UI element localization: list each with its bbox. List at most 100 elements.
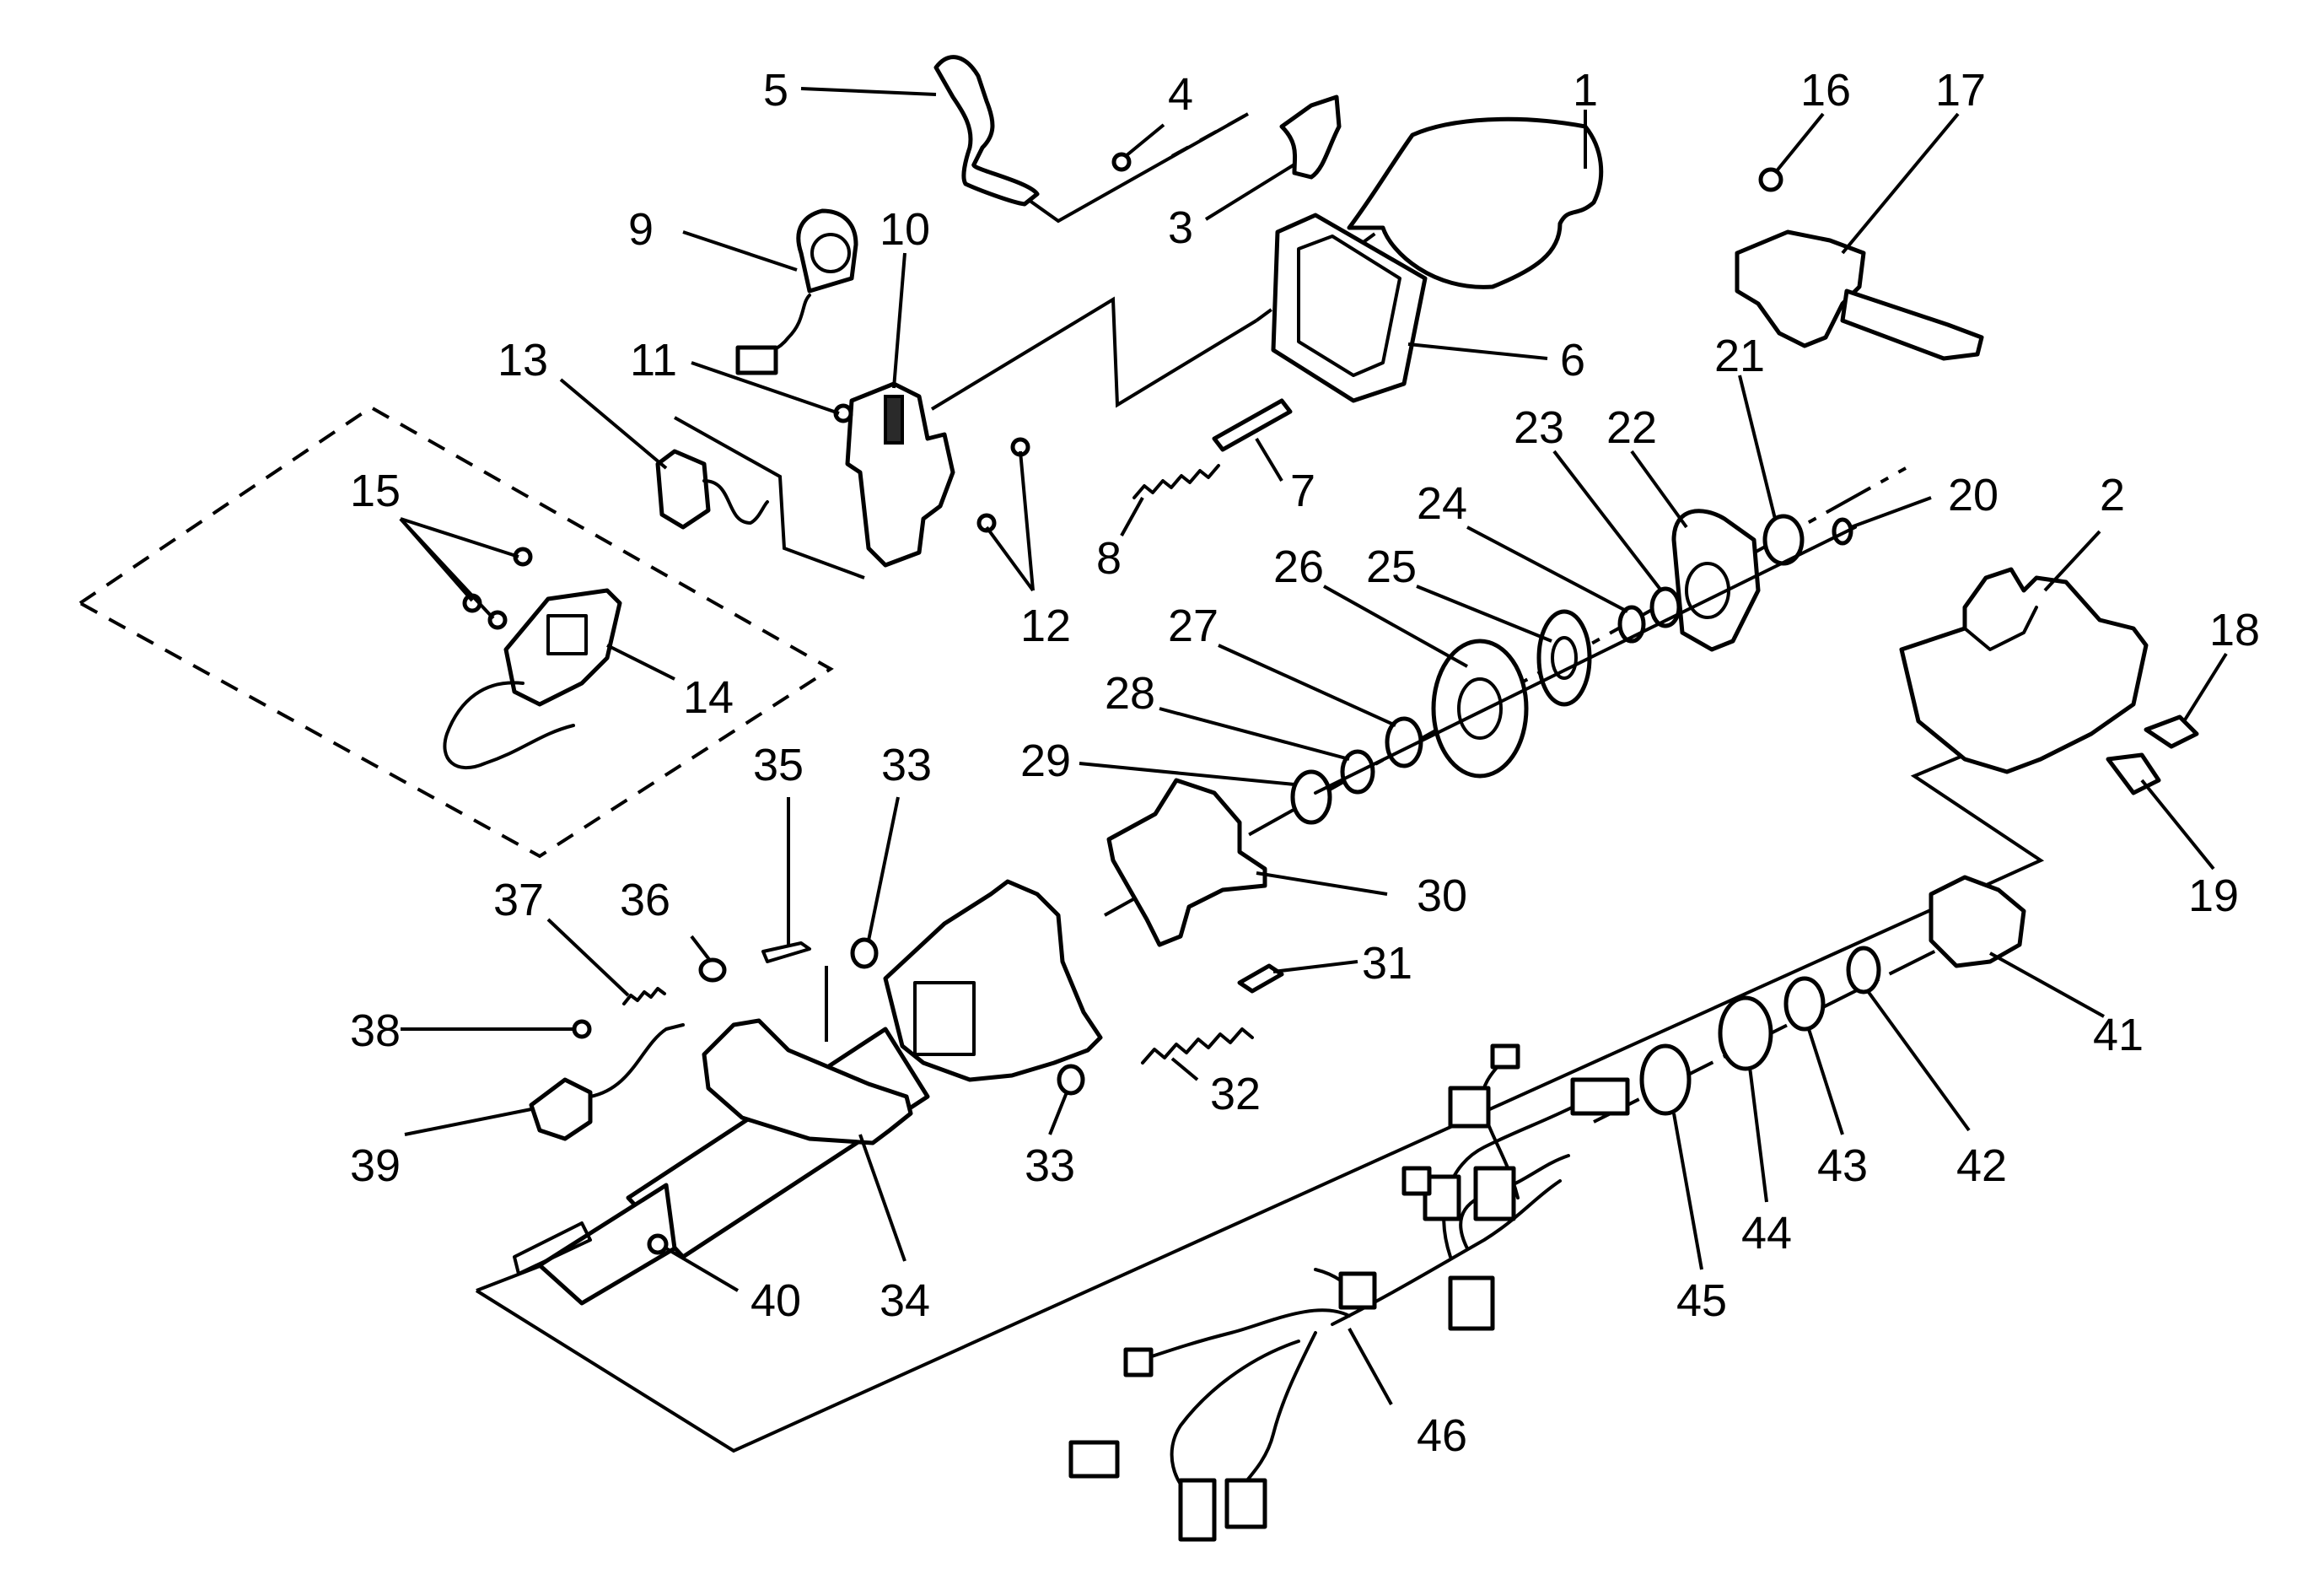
ring-45 [1639, 1043, 1692, 1116]
callout-5: 5 [763, 65, 788, 116]
tilt-lever [933, 55, 1040, 207]
lever-axis [1171, 112, 1249, 158]
lever-screw [1111, 152, 1132, 172]
leader-8 [1120, 497, 1144, 536]
leader-29 [1079, 762, 1295, 786]
callout-44: 44 [1741, 1208, 1792, 1259]
callout-labels: 1 2 3 4 5 6 7 8 9 10 11 12 13 14 15 16 1… [350, 65, 2260, 1461]
control-module-window [546, 614, 588, 655]
gear-26-hub [1457, 677, 1503, 740]
upper-shroud [1347, 116, 1604, 289]
callout-18: 18 [2209, 605, 2260, 655]
callout-33-lower: 33 [1025, 1140, 1075, 1191]
harness-connector-12 [1490, 1043, 1520, 1070]
harness-branch-d [1170, 1340, 1300, 1503]
pin-35 [761, 941, 811, 963]
leader-10 [892, 252, 906, 389]
ball-38 [572, 1019, 592, 1039]
wiring-harness [1068, 1043, 1630, 1542]
harness-connector-7 [1338, 1271, 1377, 1310]
spring-37 [622, 987, 666, 1005]
switch-39 [529, 1077, 593, 1141]
shroud-clip-upper [2144, 714, 2199, 749]
harness-connector-2 [1473, 1166, 1516, 1221]
leader-39 [404, 1108, 532, 1136]
callout-39: 39 [350, 1140, 401, 1191]
harness-connector-9 [1068, 1440, 1120, 1479]
upper-shaft [1314, 526, 1857, 795]
shroud-link-line [930, 296, 1258, 411]
park-lock-switch [796, 208, 858, 294]
control-module [503, 588, 622, 707]
callout-10: 10 [880, 204, 930, 255]
callout-23: 23 [1514, 402, 1564, 453]
bolt-31 [1237, 963, 1284, 994]
callout-43: 43 [1817, 1140, 1868, 1191]
mounting-bracket [702, 1018, 913, 1145]
leader-23 [1552, 450, 1663, 592]
multifunction-lever [1840, 288, 1984, 361]
lock-housing [845, 381, 955, 568]
bolt-33-lower [1057, 1064, 1085, 1096]
callout-45: 45 [1676, 1275, 1727, 1326]
leader-13 [559, 378, 668, 470]
lever-link-line [1019, 112, 1249, 224]
lower-shroud [1899, 567, 2149, 774]
sensor-link-line [674, 416, 865, 579]
harness-connector-3 [1570, 1077, 1630, 1116]
harness-connector-10 [1178, 1478, 1217, 1542]
lock-housing-slot [884, 395, 904, 445]
lower-shaft [513, 1221, 592, 1275]
leader-11 [691, 361, 840, 415]
callout-25: 25 [1366, 542, 1417, 592]
leader-12b [985, 526, 1035, 592]
leader-42 [1866, 989, 1971, 1132]
callout-7: 7 [1290, 466, 1315, 516]
callout-42: 42 [1956, 1140, 2007, 1191]
callout-35: 35 [753, 740, 804, 790]
callout-22: 22 [1606, 402, 1657, 453]
leader-28 [1159, 707, 1350, 761]
callout-36: 36 [620, 875, 670, 925]
bushing-36 [698, 957, 727, 983]
leader-6 [1407, 342, 1548, 360]
leader-25 [1416, 585, 1552, 643]
leader-20 [1850, 496, 1932, 529]
lower-shroud-inner [1963, 606, 2038, 651]
callout-15: 15 [350, 466, 401, 516]
callout-31: 31 [1362, 938, 1412, 989]
leader-33-upper [867, 796, 900, 941]
leader-12a [1019, 450, 1035, 591]
lock-bracket [1106, 778, 1267, 947]
leader-43 [1807, 1028, 1844, 1135]
lock-plate-25 [1536, 609, 1592, 707]
ring-42 [1846, 946, 1881, 995]
leader-31 [1272, 960, 1358, 973]
leader-41 [1989, 951, 2105, 1018]
leader-2 [2043, 530, 2101, 592]
callout-11: 11 [630, 335, 677, 385]
leader-15c [399, 517, 495, 620]
callout-33-upper: 33 [881, 740, 932, 790]
column-housing [883, 879, 1103, 1082]
park-lock-connector [735, 345, 778, 375]
callout-9: 9 [628, 204, 654, 255]
callout-34: 34 [880, 1275, 930, 1326]
callout-4: 4 [1168, 69, 1193, 120]
leader-16 [1773, 112, 1825, 175]
callout-8: 8 [1096, 533, 1122, 584]
callout-27: 27 [1168, 601, 1218, 651]
callout-29: 29 [1020, 736, 1071, 786]
lock-plate-25-hub [1551, 636, 1578, 680]
callout-14: 14 [683, 672, 734, 723]
callout-17: 17 [1935, 65, 1986, 116]
leader-27 [1218, 644, 1396, 727]
callout-2: 2 [2100, 470, 2125, 520]
sleeve-41 [1929, 875, 2026, 968]
multifunction-switch [1735, 229, 1866, 348]
leader-7 [1255, 437, 1283, 482]
harness-connector-4 [1448, 1086, 1491, 1129]
leader-36 [690, 935, 713, 963]
callout-37: 37 [493, 875, 544, 925]
